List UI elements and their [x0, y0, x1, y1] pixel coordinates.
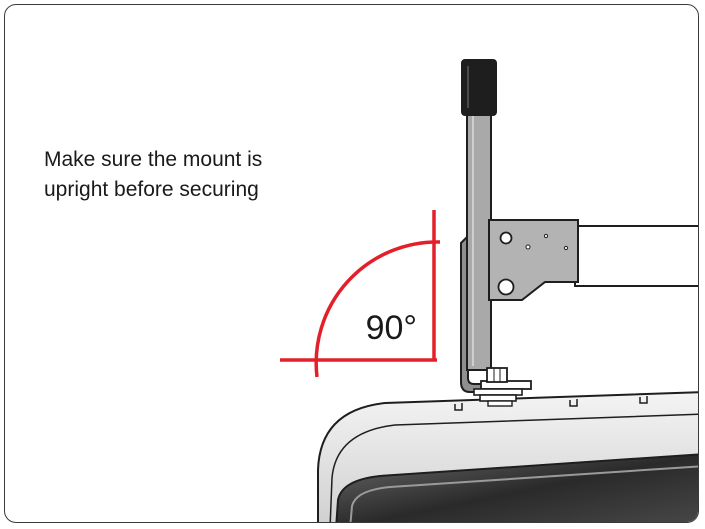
device-housing [317, 390, 698, 522]
mount-arm [574, 225, 698, 287]
angle-arc [314, 240, 441, 378]
bracket-hole-large [497, 278, 515, 296]
instruction-line-1: Make sure the mount is [44, 148, 263, 171]
mount-post [466, 111, 492, 371]
right-angle-indicator [280, 210, 441, 378]
mount-base-fastener [473, 367, 532, 407]
angle-label: 90° [366, 309, 417, 347]
mount-cap [461, 59, 497, 116]
mount-bracket [488, 219, 579, 301]
bracket-hole-small [499, 231, 513, 245]
instruction-text: Make sure the mount is upright before se… [44, 145, 324, 205]
instruction-line-2: upright before securing [44, 178, 259, 201]
